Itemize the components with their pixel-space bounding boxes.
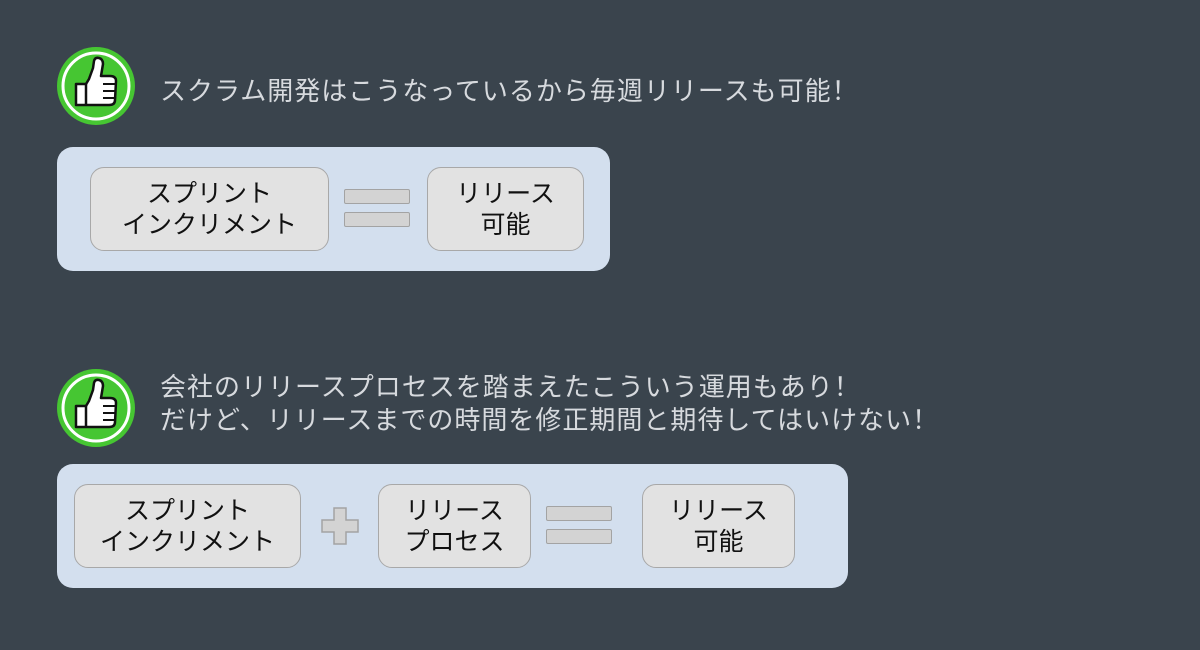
releasable-box: リリース 可能 (642, 484, 795, 568)
box-label-line1: スプリント (124, 496, 250, 525)
release-process-box: リリース プロセス (378, 484, 531, 568)
section2-headline-line1: 会社のリリースプロセスを踏まえたこういう運用もあり！ (160, 373, 861, 403)
box-label-line2: 可能 (693, 527, 744, 556)
box-label-line2: プロセス (404, 527, 505, 556)
box-label-line1: リリース (669, 496, 768, 525)
box-label-line1: スプリント (146, 179, 272, 208)
box-label-line1: リリース (456, 179, 555, 208)
section2-panel: スプリント インクリメント リリース プロセス リリース 可能 (57, 464, 848, 588)
equals-bar-top (344, 189, 410, 204)
box-label-line2: 可能 (480, 210, 531, 239)
equals-bar-top (546, 506, 612, 521)
thumbs-up-icon (56, 46, 136, 126)
section2-headline-line2: だけど、リリースまでの時間を修正期間と期待してはいけない！ (160, 406, 940, 436)
thumbs-up-icon (56, 368, 136, 448)
sprint-increment-box: スプリント インクリメント (74, 484, 301, 568)
box-label-line2: インクリメント (121, 210, 297, 239)
box-label-line2: インクリメント (99, 527, 275, 556)
box-label-line1: リリース (405, 496, 504, 525)
plus-sign (320, 506, 360, 546)
sprint-increment-box: スプリント インクリメント (90, 167, 329, 251)
equals-bar-bottom (546, 529, 612, 544)
section1-panel: スプリント インクリメント リリース 可能 (57, 147, 610, 271)
section1-headline: スクラム開発はこうなっているから毎週リリースも可能！ (160, 77, 859, 107)
releasable-box: リリース 可能 (427, 167, 584, 251)
equals-bar-bottom (344, 212, 410, 227)
